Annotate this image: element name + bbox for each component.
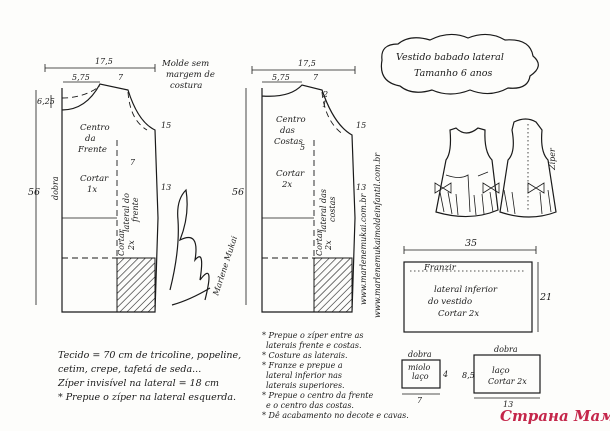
bow-small-line2: laço bbox=[412, 372, 429, 381]
back-label-2: das bbox=[280, 126, 296, 136]
front-bow-icon bbox=[434, 182, 452, 194]
title-line1: Vestido babado lateral bbox=[396, 52, 504, 63]
fabric-note-1: Tecido = 70 cm de tricoline, popeline, bbox=[58, 350, 241, 361]
fabric-notes: Tecido = 70 cm de tricoline, popeline, c… bbox=[57, 350, 241, 403]
front-neck-width: 5,75 bbox=[72, 73, 90, 82]
back-neck-width: 5,75 bbox=[272, 73, 290, 82]
ruffle-gather: Franzir bbox=[423, 263, 457, 273]
back-body-outline bbox=[261, 84, 356, 313]
front-neck-depth: 6,25 bbox=[37, 97, 55, 106]
back-side-panel-1: lateral das bbox=[319, 189, 328, 232]
back-armhole: 15 bbox=[356, 121, 366, 130]
ruffle-height: 21 bbox=[539, 292, 552, 303]
title-cloud: Vestido babado lateral Tamanho 6 anos bbox=[380, 33, 539, 95]
back-label-1: Centro bbox=[276, 115, 306, 125]
sewing-note-8: e o centro das costas. bbox=[266, 401, 354, 410]
back-side-panel-2: costas bbox=[328, 197, 337, 223]
front-pattern: 17,5 5,75 7 6,25 56 15 7 13 Centro da Fr… bbox=[28, 57, 215, 313]
front-note-2: margem de bbox=[166, 70, 215, 80]
bow-large-fold: dobra bbox=[494, 345, 518, 354]
back-small-cut-1: Cortar bbox=[315, 228, 324, 256]
sewing-note-1: * Prepue o zíper entre as bbox=[262, 331, 363, 340]
back-small-cut-2: 2x bbox=[324, 240, 333, 251]
front-fold-label: dobra bbox=[51, 176, 60, 200]
bow-small-fold: dobra bbox=[408, 350, 432, 359]
ruffle-line2: do vestido bbox=[428, 297, 472, 307]
front-panel-height: 13 bbox=[161, 183, 171, 192]
signature: Marlene Mukai bbox=[169, 188, 239, 306]
front-label-2: da bbox=[85, 134, 96, 144]
back-shoulder-drop: 7 bbox=[313, 73, 319, 82]
front-top-width: 17,5 bbox=[95, 57, 113, 66]
sewing-note-3: * Costure as laterais. bbox=[262, 351, 348, 360]
fabric-note-3: Zíper invisível na lateral = 18 cm bbox=[57, 378, 219, 389]
signature-text: Marlene Mukai bbox=[211, 234, 239, 297]
sewing-note-2: laterais frente e costas. bbox=[266, 341, 362, 350]
front-small-cut-1: Cortar bbox=[117, 228, 126, 256]
front-shoulder-drop: 7 bbox=[118, 73, 124, 82]
title-line2: Tamanho 6 anos bbox=[414, 68, 492, 79]
dress-sketch-back: Zíper bbox=[499, 118, 557, 218]
back-small-dim-2: 5 bbox=[300, 143, 305, 152]
front-cut-2: 1x bbox=[87, 185, 97, 195]
bow-large-height: 8,5 bbox=[462, 371, 475, 380]
back-hatched-area bbox=[313, 257, 353, 313]
ruffle-line3: Cortar 2x bbox=[438, 309, 479, 319]
bow-large-line1: laço bbox=[492, 366, 510, 376]
front-label-1: Centro bbox=[80, 123, 110, 133]
front-label-3: Frente bbox=[77, 145, 107, 155]
front-body-outline bbox=[61, 83, 159, 313]
back-cut-1: Cortar bbox=[276, 169, 305, 179]
front-side-width: 7 bbox=[130, 158, 136, 167]
sewing-note-6: laterais superiores. bbox=[266, 381, 345, 390]
back-label-3: Costas bbox=[274, 137, 303, 147]
front-small-cut-2: 2x bbox=[127, 240, 136, 251]
back-cut-2: 2x bbox=[281, 180, 292, 190]
bow-large-line2: Cortar 2x bbox=[488, 377, 527, 386]
sewing-notes: * Prepue o zíper entre as laterais frent… bbox=[262, 331, 409, 420]
back-small-dim-1: 1 bbox=[322, 100, 327, 109]
bow-small-line1: miolo bbox=[408, 363, 431, 372]
bow-small-piece: dobra miolo laço 4 7 bbox=[401, 350, 448, 405]
back-panel-height: 13 bbox=[356, 183, 366, 192]
website-1: www.marlenemukai.com.br bbox=[359, 193, 368, 306]
front-hatched-area bbox=[116, 257, 156, 313]
bow-small-height: 4 bbox=[442, 370, 448, 379]
back-bow-icon bbox=[527, 182, 545, 194]
ruffle-piece: 35 Franzir lateral inferior do vestido C… bbox=[403, 238, 552, 333]
back-length: 56 bbox=[232, 187, 244, 198]
zipper-label: Zíper bbox=[548, 147, 557, 171]
back-neck-depth: 2 bbox=[322, 90, 328, 99]
front-note-1: Molde sem bbox=[161, 59, 209, 69]
bow-large-width: 13 bbox=[503, 400, 513, 409]
sewing-note-7: * Prepue o centro da frente bbox=[262, 391, 373, 400]
bow-small-width: 7 bbox=[417, 396, 423, 405]
front-side-panel-2: frente bbox=[131, 197, 140, 223]
front-length: 56 bbox=[28, 187, 40, 198]
fabric-note-4: * Prepue o zíper na lateral esquerda. bbox=[58, 392, 236, 403]
ruffle-rect bbox=[403, 261, 533, 333]
front-armhole: 15 bbox=[161, 121, 171, 130]
bow-large-piece: dobra laço Cortar 2x 8,5 13 bbox=[462, 345, 541, 409]
ruffle-width: 35 bbox=[465, 238, 477, 249]
back-pattern: 17,5 5,75 7 2 56 15 1 5 13 Centro das Co… bbox=[232, 59, 366, 313]
front-cut-1: Cortar bbox=[80, 174, 109, 184]
sewing-note-5: lateral inferior nas bbox=[266, 371, 342, 380]
sewing-note-4: * Franze e prepue a bbox=[262, 361, 343, 370]
watermark: Страна Мам bbox=[500, 407, 610, 425]
fabric-note-2: cetim, crepe, tafetá de seda... bbox=[58, 364, 201, 375]
front-note-3: costura bbox=[170, 81, 202, 91]
dress-sketch-front bbox=[434, 127, 500, 218]
website-2: www.marlenemukaimoldeinfantil.com.br bbox=[373, 152, 382, 318]
sewing-note-9: * Dê acabamento no decote e cavas. bbox=[262, 411, 409, 420]
ruffle-line1: lateral inferior bbox=[434, 285, 498, 295]
front-side-panel-1: lateral do bbox=[122, 193, 131, 232]
back-top-width: 17,5 bbox=[298, 59, 316, 68]
